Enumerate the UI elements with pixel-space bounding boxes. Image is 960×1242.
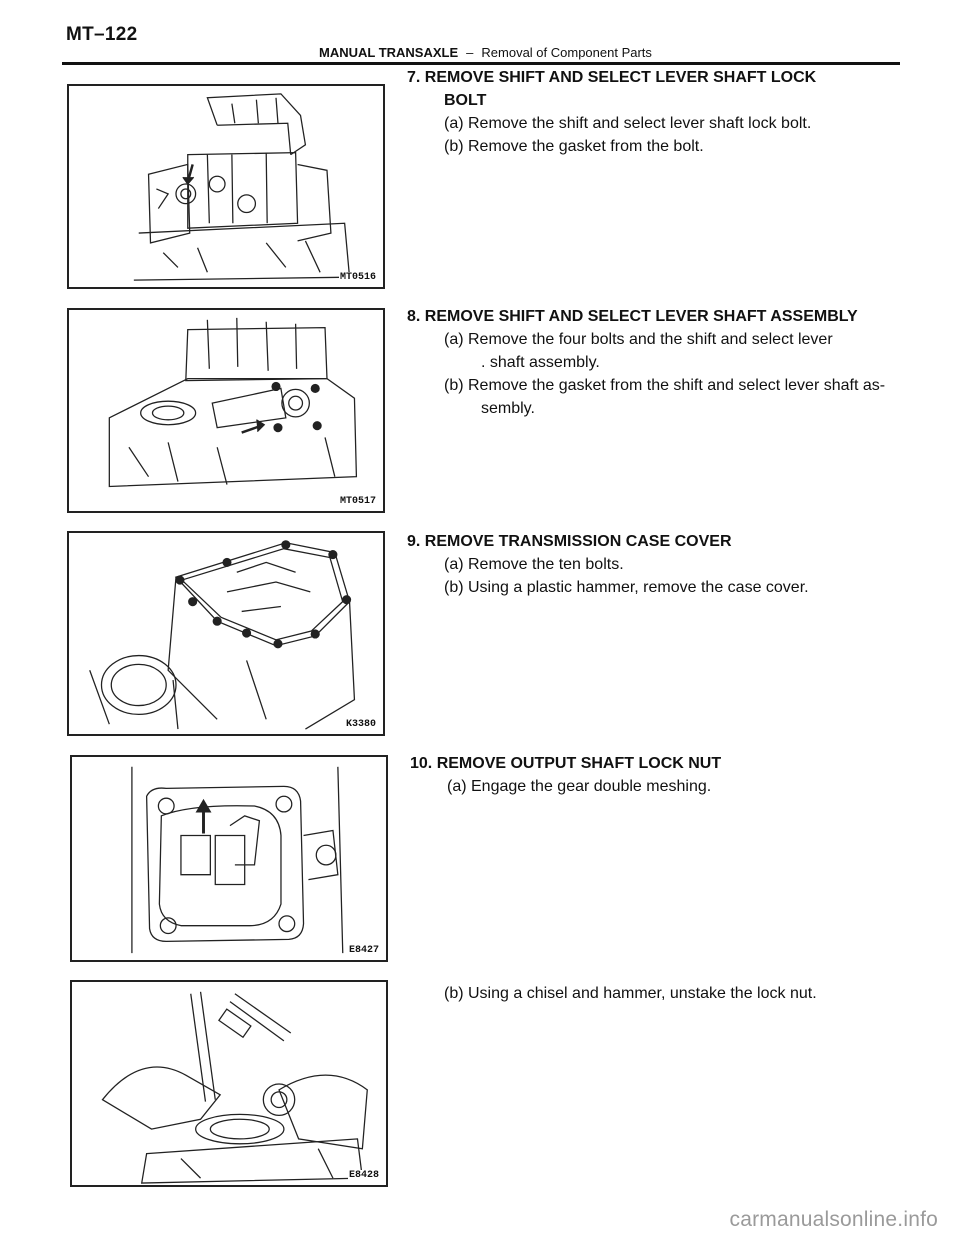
figure-code: K3380	[344, 719, 377, 730]
substep-b: (b) Using a chisel and hammer, unstake t…	[444, 985, 817, 1002]
substep-a: (a) Remove the shift and select lever sh…	[444, 115, 812, 132]
substep-a: (a) Remove the ten bolts.	[444, 556, 624, 573]
substep-b: (b) Remove the gasket from the bolt.	[444, 138, 704, 155]
figure-case-cover: K3380	[67, 531, 385, 736]
figure-gear-meshing: E8427	[70, 755, 388, 962]
step-title-line: 7. REMOVE SHIFT AND SELECT LEVER SHAFT L…	[407, 69, 817, 86]
substep-a: (a) Engage the gear double meshing.	[447, 778, 712, 795]
figure-lock-bolt: MT0516	[67, 84, 385, 289]
step-title: 8. REMOVE SHIFT AND SELECT LEVER SHAFT A…	[407, 308, 858, 325]
step-title: 7. REMOVE SHIFT AND SELECT LEVER SHAFT L…	[407, 66, 816, 112]
step-9: 9. REMOVE TRANSMISSION CASE COVER (a) Re…	[407, 530, 809, 599]
step-10-continued: (b) Using a chisel and hammer, unstake t…	[407, 982, 817, 1005]
substep-continuation: . shaft assembly.	[481, 354, 600, 371]
running-header: MANUAL TRANSAXLE–Removal of Component Pa…	[319, 45, 652, 60]
substep-line: (b) Remove the gasket from the shift and…	[444, 377, 886, 394]
shaft-assembly-illustration	[108, 317, 358, 488]
step-10: 10. REMOVE OUTPUT SHAFT LOCK NUT (a) Eng…	[410, 752, 721, 798]
step-title: 10. REMOVE OUTPUT SHAFT LOCK NUT	[410, 755, 722, 772]
chisel-hammer-illustration	[101, 991, 368, 1184]
step-title-continuation: BOLT	[444, 92, 487, 109]
substep-continuation: sembly.	[481, 400, 535, 417]
figure-code: E8428	[347, 1170, 380, 1181]
header-rule	[62, 62, 900, 65]
gear-meshing-illustration	[131, 766, 344, 954]
substep-b: (b) Remove the gasket from the shift and…	[407, 374, 885, 420]
substep-b: (b) Using a plastic hammer, remove the c…	[444, 579, 809, 596]
figure-shaft-assembly: MT0517	[67, 308, 385, 513]
case-cover-illustration	[89, 540, 356, 730]
step-7: 7. REMOVE SHIFT AND SELECT LEVER SHAFT L…	[407, 66, 816, 158]
figure-chisel-hammer: E8428	[70, 980, 388, 1187]
header-separator: –	[466, 45, 474, 60]
step-title: 9. REMOVE TRANSMISSION CASE COVER	[407, 533, 732, 550]
section-title: MANUAL TRANSAXLE	[319, 45, 459, 60]
figure-code: E8427	[347, 945, 380, 956]
figure-code: MT0517	[338, 496, 377, 507]
figure-code: MT0516	[338, 272, 377, 283]
substep-line: (a) Remove the four bolts and the shift …	[444, 331, 833, 348]
page-number: MT–122	[66, 24, 138, 45]
transaxle-illustration	[133, 93, 351, 281]
watermark: carmanualsonline.info	[729, 1208, 938, 1231]
step-8: 8. REMOVE SHIFT AND SELECT LEVER SHAFT A…	[407, 305, 885, 420]
subsection-title: Removal of Component Parts	[481, 45, 652, 60]
substep-a: (a) Remove the four bolts and the shift …	[407, 328, 885, 374]
